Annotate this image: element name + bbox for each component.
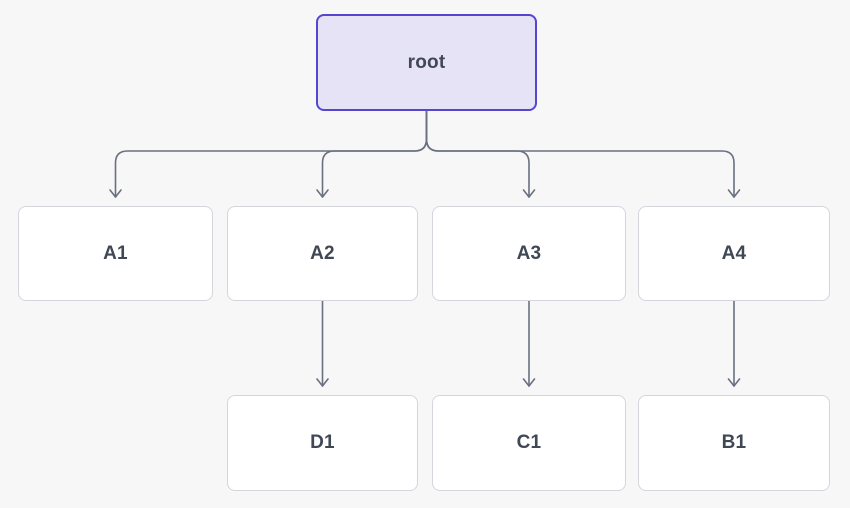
arrowhead-icon-root-A2 (316, 189, 329, 198)
tree-node-C1: C1 (432, 395, 626, 491)
tree-node-root: root (316, 14, 537, 111)
tree-node-D1: D1 (227, 395, 418, 491)
node-label: A1 (103, 242, 128, 264)
tree-node-A4: A4 (638, 206, 830, 301)
node-label: B1 (721, 432, 747, 453)
arrowhead-icon-root-A1 (109, 189, 122, 198)
tree-node-A2: A2 (227, 206, 418, 301)
arrowhead-icon-root-A4 (727, 189, 741, 198)
node-label: root (407, 51, 446, 73)
node-label: D1 (310, 432, 335, 453)
arrowhead-icon-A2-D1 (316, 378, 329, 387)
tree-node-A1: A1 (18, 206, 213, 301)
edge-connector-root-A4 (425, 110, 735, 198)
node-label: A4 (721, 242, 747, 264)
node-label: A2 (310, 242, 335, 264)
node-label: C1 (516, 432, 542, 453)
edge-connector-root-A2 (321, 110, 428, 198)
arrowhead-icon-A3-C1 (522, 378, 536, 387)
tree-node-A3: A3 (432, 206, 626, 301)
edge-connector-root-A3 (425, 110, 530, 198)
node-label: A3 (516, 242, 542, 264)
edge-connector-root-A1 (114, 110, 428, 198)
arrowhead-icon-root-A3 (522, 189, 536, 198)
tree-node-B1: B1 (638, 395, 830, 491)
arrowhead-icon-A4-B1 (727, 378, 741, 387)
